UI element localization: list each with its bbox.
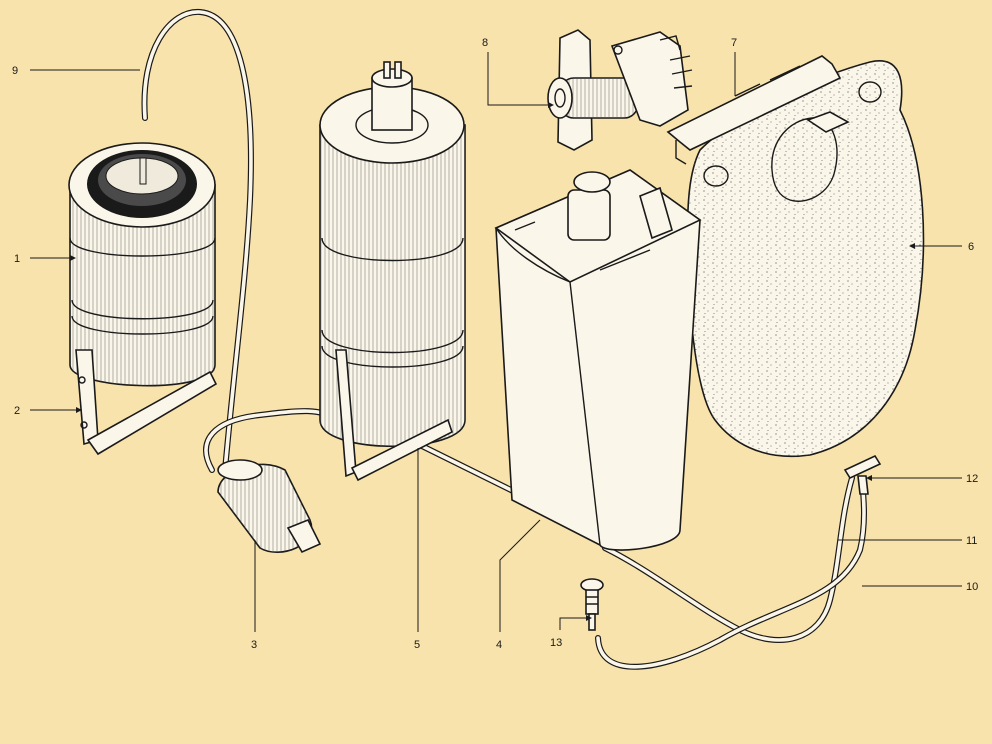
- callout-7: 7: [731, 37, 737, 49]
- pipe-pump-to-reservoir: [417, 442, 518, 495]
- callout-5: 5: [414, 639, 420, 651]
- part-4-reservoir-box: [494, 169, 702, 551]
- callout-8: 8: [482, 37, 488, 49]
- part-2-bracket: [75, 349, 218, 456]
- callout-3: 3: [251, 639, 257, 651]
- callout-1: 1: [14, 253, 20, 265]
- pipe-9: [141, 8, 254, 473]
- callout-10: 10: [966, 581, 978, 593]
- callout-11: 11: [966, 535, 977, 547]
- part-5-pump-cylinder: [319, 61, 466, 482]
- callout-12: 12: [966, 473, 978, 485]
- part-12-tee-piece: [843, 454, 882, 495]
- callout-6: 6: [968, 241, 974, 253]
- part-3-filter: [217, 459, 322, 554]
- callout-2: 2: [14, 405, 20, 417]
- part-13-jet: [580, 578, 604, 631]
- pipe-11: [602, 475, 855, 643]
- leader-lines: [30, 52, 962, 632]
- part-7-bracket: [666, 55, 842, 165]
- part-6-reservoir-bag: [686, 60, 925, 458]
- pipe-10: [595, 477, 867, 670]
- part-1-canister: [68, 142, 216, 387]
- callout-9: 9: [12, 65, 18, 77]
- part-8-pump-motor: [547, 29, 693, 151]
- callout-13: 13: [550, 637, 562, 649]
- callout-4: 4: [496, 639, 502, 651]
